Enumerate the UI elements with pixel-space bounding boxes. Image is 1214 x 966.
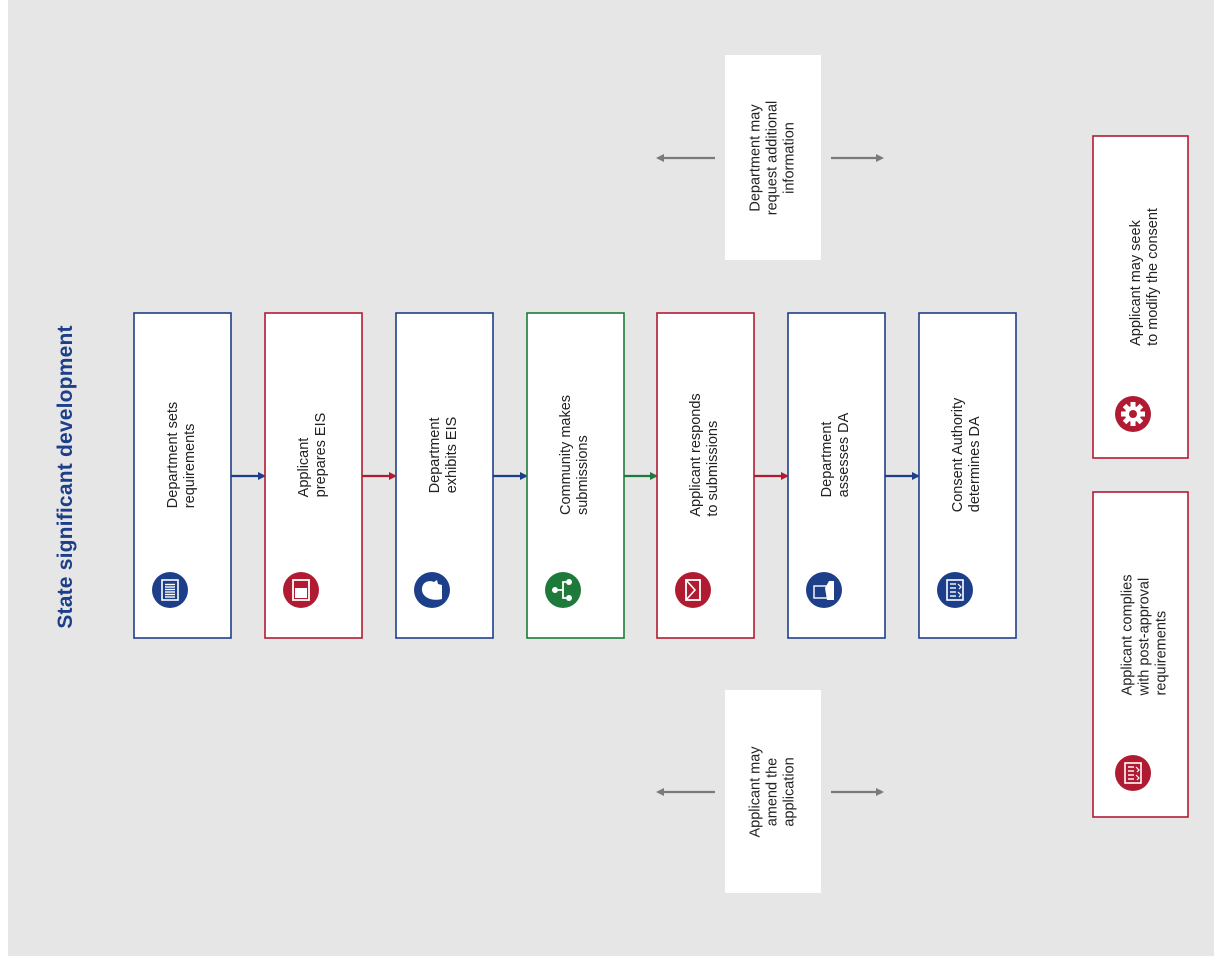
note-request-info-label: Department may request additional inform… [747, 100, 798, 215]
envelope-icon [675, 572, 711, 608]
note-amend-application [656, 690, 884, 893]
post-box-2 [1092, 135, 1189, 459]
step-label-1: Department sets requirements [165, 401, 198, 509]
note-request-info-box [725, 55, 821, 260]
step-box-1 [133, 312, 232, 639]
post-label-1: Applicant complies with post-approval re… [1119, 574, 1170, 695]
step-box-5 [656, 312, 755, 639]
step-label-7: Consent Authority determines DA [950, 397, 983, 513]
post-label-2: Applicant may seek to modify the consent [1128, 208, 1161, 346]
step-label-6: Department assesses DA [819, 412, 852, 498]
step-box-7 [918, 312, 1017, 639]
step-box-2 [264, 312, 363, 639]
step-box-3 [395, 312, 494, 639]
step-box-4 [526, 312, 625, 639]
note-amend-application-label: Applicant may amend the application [747, 745, 798, 838]
hand-document-icon [806, 572, 842, 608]
post-box-1 [1092, 491, 1189, 818]
step-label-5: Applicant responds to submissions [688, 393, 721, 517]
post-box-frame [1092, 135, 1189, 459]
step-box-6 [787, 312, 886, 639]
note-request-info [656, 55, 884, 260]
checklist-icon [1115, 755, 1151, 791]
step-label-3: Department exhibits EIS [427, 416, 460, 494]
step-label-2: Applicant prepares EIS [296, 412, 329, 498]
step-label-4: Community makes submissions [558, 394, 591, 516]
note-amend-application-box [725, 690, 821, 893]
checklist-icon [937, 572, 973, 608]
